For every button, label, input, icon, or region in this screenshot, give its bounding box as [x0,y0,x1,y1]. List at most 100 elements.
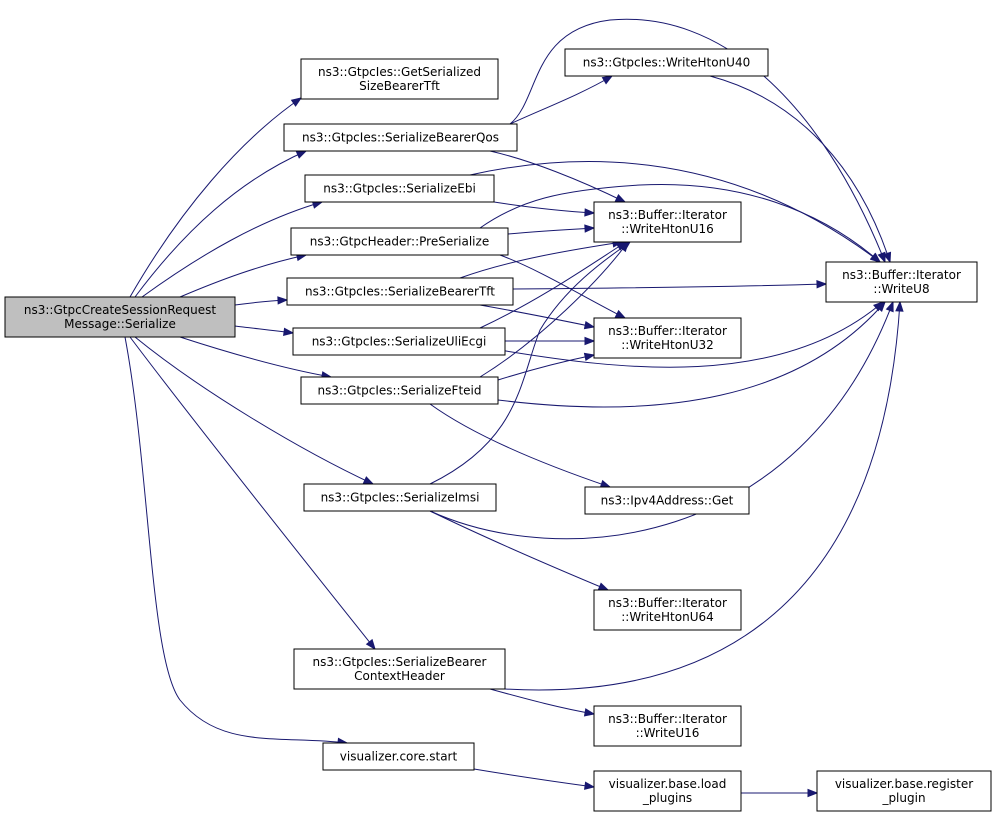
node-sbt[interactable]: ns3::GtpcIes::SerializeBearerTft [286,277,514,306]
node-label: ns3::Ipv4Address::Get [601,494,734,508]
node-vcs[interactable]: visualizer.core.start [322,742,475,771]
node-wh16[interactable]: ns3::Buffer::Iterator::WriteHtonU16 [593,201,742,243]
edge-sbch-to-wu8 [504,300,904,691]
node-suli[interactable]: ns3::GtpcIes::SerializeUliEcgi [292,327,506,356]
arrowhead [583,708,596,717]
node-label: ns3::GtpcIes::SerializeBearer [313,655,487,669]
node-label: ns3::GtpcIes::SerializeBearerTft [305,285,495,299]
arrowhead [895,300,904,312]
node-box [564,48,769,77]
edge-sbq-to-wh16 [489,150,627,203]
node-label: visualizer.base.load [609,777,727,791]
node-label: ns3::GtpcIes::SerializeBearerQos [302,131,499,145]
node-label: ContextHeader [354,669,445,683]
edge-simsi-to-wh16 [429,241,632,485]
node-root[interactable]: ns3::GtpcCreateSessionRequestMessage::Se… [4,296,236,338]
node-label: _plugins [642,791,692,805]
node-label: ns3::GtpcIes::SerializeFteid [318,384,482,398]
node-pre[interactable]: ns3::GtpcHeader::PreSerialize [290,227,509,256]
arrowhead [584,336,596,346]
node-sft[interactable]: ns3::GtpcIes::SerializeFteid [300,376,499,405]
edge-root-to-sbq [134,150,308,298]
edge-sbq-to-wu8 [509,18,886,264]
arrowhead [583,352,596,362]
edge-root-to-suli [234,325,295,336]
node-box [290,227,509,256]
node-label: ns3::Buffer::Iterator [842,268,961,282]
node-wu8[interactable]: ns3::Buffer::Iterator::WriteU8 [825,261,978,303]
node-box [304,174,495,203]
node-box [293,648,506,690]
arrowhead [883,251,892,264]
arrowhead [885,300,894,313]
arrowhead [601,75,614,85]
node-vbr[interactable]: visualizer.base.register_plugin [816,770,992,812]
node-label: ns3::Buffer::Iterator [608,208,727,222]
arrowhead [584,781,596,790]
arrowhead [870,252,882,263]
node-simsi[interactable]: ns3::GtpcIes::SerializeImsi [303,483,497,512]
node-box [816,770,992,812]
arrowhead [875,300,886,312]
node-sbq[interactable]: ns3::GtpcIes::SerializeBearerQos [283,123,518,152]
node-wu16[interactable]: ns3::Buffer::Iterator::WriteU16 [593,705,742,747]
edge-simsi-to-wh64 [429,510,610,591]
node-box [286,277,514,306]
node-box [303,483,497,512]
edge-sft-to-ipv4 [429,403,612,488]
edge-pre-to-wh16 [507,224,596,235]
arrowhead [584,224,596,233]
edge-simsi-to-wu8 [429,300,894,540]
nodes-layer: ns3::GtpcCreateSessionRequestMessage::Se… [4,48,992,812]
node-box [4,296,236,338]
node-box [300,58,499,100]
edge-sbch-to-wu16 [489,688,596,717]
node-sebi[interactable]: ns3::GtpcIes::SerializeEbi [304,174,495,203]
node-label: SizeBearerTft [359,79,440,93]
node-box [593,589,742,631]
node-label: ns3::Buffer::Iterator [608,324,727,338]
node-wh32[interactable]: ns3::Buffer::Iterator::WriteHtonU32 [593,317,742,359]
edge-vbl-to-vbr [741,788,819,798]
node-label: ns3::GtpcIes::SerializeUliEcgi [312,335,487,349]
arrowhead [362,476,375,485]
node-label: visualizer.base.register [835,777,973,791]
arrowhead [365,638,376,651]
arrowhead [584,208,596,217]
node-label: visualizer.core.start [340,750,458,764]
node-ipv4[interactable]: ns3::Ipv4Address::Get [584,486,750,515]
node-label: ns3::GtpcCreateSessionRequest [24,303,216,317]
arrowhead [277,296,289,305]
edge-suli-to-wh32 [504,336,596,346]
node-label: Message::Serialize [64,317,176,331]
edge-root-to-sbch [129,336,376,651]
node-wh64[interactable]: ns3::Buffer::Iterator::WriteHtonU64 [593,589,742,631]
node-label: ::WriteU16 [636,726,700,740]
node-box [593,770,742,812]
arrowhead [597,582,610,591]
node-label: ns3::GtpcHeader::PreSerialize [310,235,489,249]
arrowhead [295,150,308,159]
node-box [300,376,499,405]
edge-sft-to-wu8 [497,300,886,408]
edge-wh40-to-wu8 [709,75,892,264]
arrowhead [290,97,303,107]
node-box [593,705,742,747]
node-sbch[interactable]: ns3::GtpcIes::SerializeBearerContextHead… [293,648,506,690]
arrowhead [283,327,295,336]
arrowhead [614,194,627,203]
node-vbl[interactable]: visualizer.base.load_plugins [593,770,742,812]
node-label: ns3::Buffer::Iterator [608,712,727,726]
node-box [283,123,518,152]
edge-sft-to-wh32 [497,352,596,381]
node-box [825,261,978,303]
node-wh40[interactable]: ns3::GtpcIes::WriteHtonU40 [564,48,769,77]
edge-root-to-gsbt [129,97,303,298]
node-label: _plugin [881,791,925,805]
arrowhead [619,241,632,252]
arrowhead [877,251,886,264]
edge-sbt-to-wu8 [512,280,828,290]
node-box [593,201,742,243]
